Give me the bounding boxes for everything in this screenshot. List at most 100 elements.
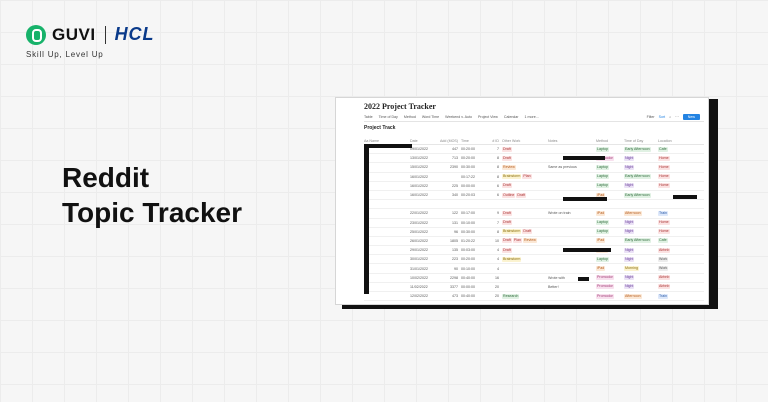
table-row[interactable] bbox=[364, 200, 704, 210]
column-header[interactable]: Location bbox=[658, 138, 672, 143]
date-cell: 26/01/2022 bbox=[410, 238, 428, 243]
location-tag: Cafe bbox=[658, 238, 668, 244]
location-tag: Airbnb bbox=[658, 275, 671, 281]
column-header[interactable]: Date bbox=[410, 138, 418, 143]
location-cell: Home bbox=[658, 174, 698, 180]
time-of-day-tag: Night bbox=[624, 220, 635, 226]
time-of-day-tag: Night bbox=[624, 164, 635, 170]
id-cell: 20 bbox=[495, 294, 499, 299]
time-of-day-tag: Night bbox=[624, 284, 635, 290]
view-tab[interactable]: 1 more... bbox=[524, 115, 539, 119]
karma-cell: 713 bbox=[452, 156, 458, 161]
sort-button[interactable]: Sort bbox=[658, 115, 666, 119]
more-icon[interactable]: ⋯ bbox=[675, 115, 679, 119]
view-tab[interactable]: Word Time bbox=[421, 115, 440, 119]
other-work-cell: Brainstorm bbox=[502, 256, 548, 262]
redaction-bar bbox=[563, 248, 611, 252]
column-header[interactable]: # ID bbox=[492, 138, 499, 143]
column-header[interactable]: Other Work bbox=[502, 138, 521, 143]
location-cell: Train bbox=[658, 210, 698, 216]
view-tab[interactable]: Method bbox=[403, 115, 416, 119]
id-cell: 8 bbox=[497, 229, 499, 234]
method-tag: Promodor bbox=[596, 293, 614, 299]
date-cell: 16/01/2022 bbox=[410, 183, 428, 188]
hcl-wordmark: HCL bbox=[114, 24, 155, 44]
new-button[interactable]: New bbox=[682, 114, 700, 120]
method-cell: Laptop bbox=[596, 164, 624, 170]
view-tab[interactable]: Time of Day bbox=[378, 115, 398, 119]
search-icon[interactable]: ⌕ bbox=[669, 115, 672, 119]
time-cell: 00:00:00 bbox=[461, 183, 475, 188]
view-tab[interactable]: Table bbox=[364, 115, 373, 119]
view-tab[interactable]: Calendar bbox=[503, 115, 519, 119]
time-cell: 00:30:00 bbox=[461, 165, 475, 170]
id-cell: 16 bbox=[495, 275, 499, 280]
date-cell: 12/02/2022 bbox=[410, 294, 428, 299]
other-work-cell: Draft bbox=[502, 183, 548, 189]
table-row[interactable]: 13/01/202271300:20:008DraftPromodorNight… bbox=[364, 154, 704, 164]
time-of-day-tag: Early Afternoon bbox=[624, 146, 651, 152]
karma-cell: 1805 bbox=[450, 238, 458, 243]
method-tag: Laptop bbox=[596, 229, 609, 235]
time-of-day-cell: Night bbox=[624, 155, 658, 161]
time-cell: 01:20:22 bbox=[461, 238, 475, 243]
method-tag: Laptop bbox=[596, 183, 609, 189]
view-tab[interactable]: Weekend v. Auto bbox=[445, 115, 472, 119]
view-tab[interactable]: Project View bbox=[478, 115, 498, 119]
column-header[interactable]: Notes bbox=[548, 138, 558, 143]
time-of-day-cell: Afternoon bbox=[624, 210, 658, 216]
time-of-day-cell: Night bbox=[624, 183, 658, 189]
time-of-day-cell: Morning bbox=[624, 266, 658, 272]
redaction-bar bbox=[364, 144, 412, 148]
method-tag: iPad bbox=[596, 238, 606, 244]
karma-cell: 340 bbox=[452, 193, 458, 198]
time-of-day-tag: Afternoon bbox=[624, 210, 642, 216]
location-tag: Work bbox=[658, 256, 669, 262]
column-header[interactable]: Add (MOS) bbox=[440, 138, 458, 143]
guvi-logo-icon bbox=[26, 24, 46, 45]
view-tabs-divider bbox=[364, 121, 704, 122]
other-work-cell: Draft bbox=[502, 155, 548, 161]
time-of-day-tag: Night bbox=[624, 256, 635, 262]
time-of-day-cell: Night bbox=[624, 275, 658, 281]
method-cell: Promodor bbox=[596, 293, 624, 299]
time-of-day-cell: Night bbox=[624, 284, 658, 290]
column-header[interactable]: Aa Name bbox=[364, 138, 379, 143]
table-row[interactable]: 29/01/202213500:03:004DraftOfflineNightA… bbox=[364, 246, 704, 256]
time-of-day-tag: Afternoon bbox=[624, 293, 642, 299]
karma-cell: 122 bbox=[452, 211, 458, 216]
other-work-cell: Review bbox=[502, 164, 548, 170]
time-of-day-tag: Night bbox=[624, 275, 635, 281]
method-cell: Laptop bbox=[596, 174, 624, 180]
view-tabs: Table Time of Day Method Word Time Weekend v… bbox=[364, 115, 539, 119]
karma-cell: 96 bbox=[454, 229, 458, 234]
location-cell: Home bbox=[658, 220, 698, 226]
column-header[interactable]: Time bbox=[461, 138, 469, 143]
date-cell: 30/01/2022 bbox=[410, 257, 428, 262]
column-header[interactable]: Time of Day bbox=[624, 138, 644, 143]
time-of-day-cell: Night bbox=[624, 256, 658, 262]
other-work-tag: Plan bbox=[522, 174, 532, 180]
column-header[interactable]: Method bbox=[596, 138, 608, 143]
filter-button[interactable]: Filter bbox=[646, 115, 655, 119]
time-of-day-cell: Night bbox=[624, 220, 658, 226]
id-cell: 6 bbox=[497, 193, 499, 198]
location-tag: Home bbox=[658, 229, 670, 235]
id-cell: 7 bbox=[497, 147, 499, 152]
